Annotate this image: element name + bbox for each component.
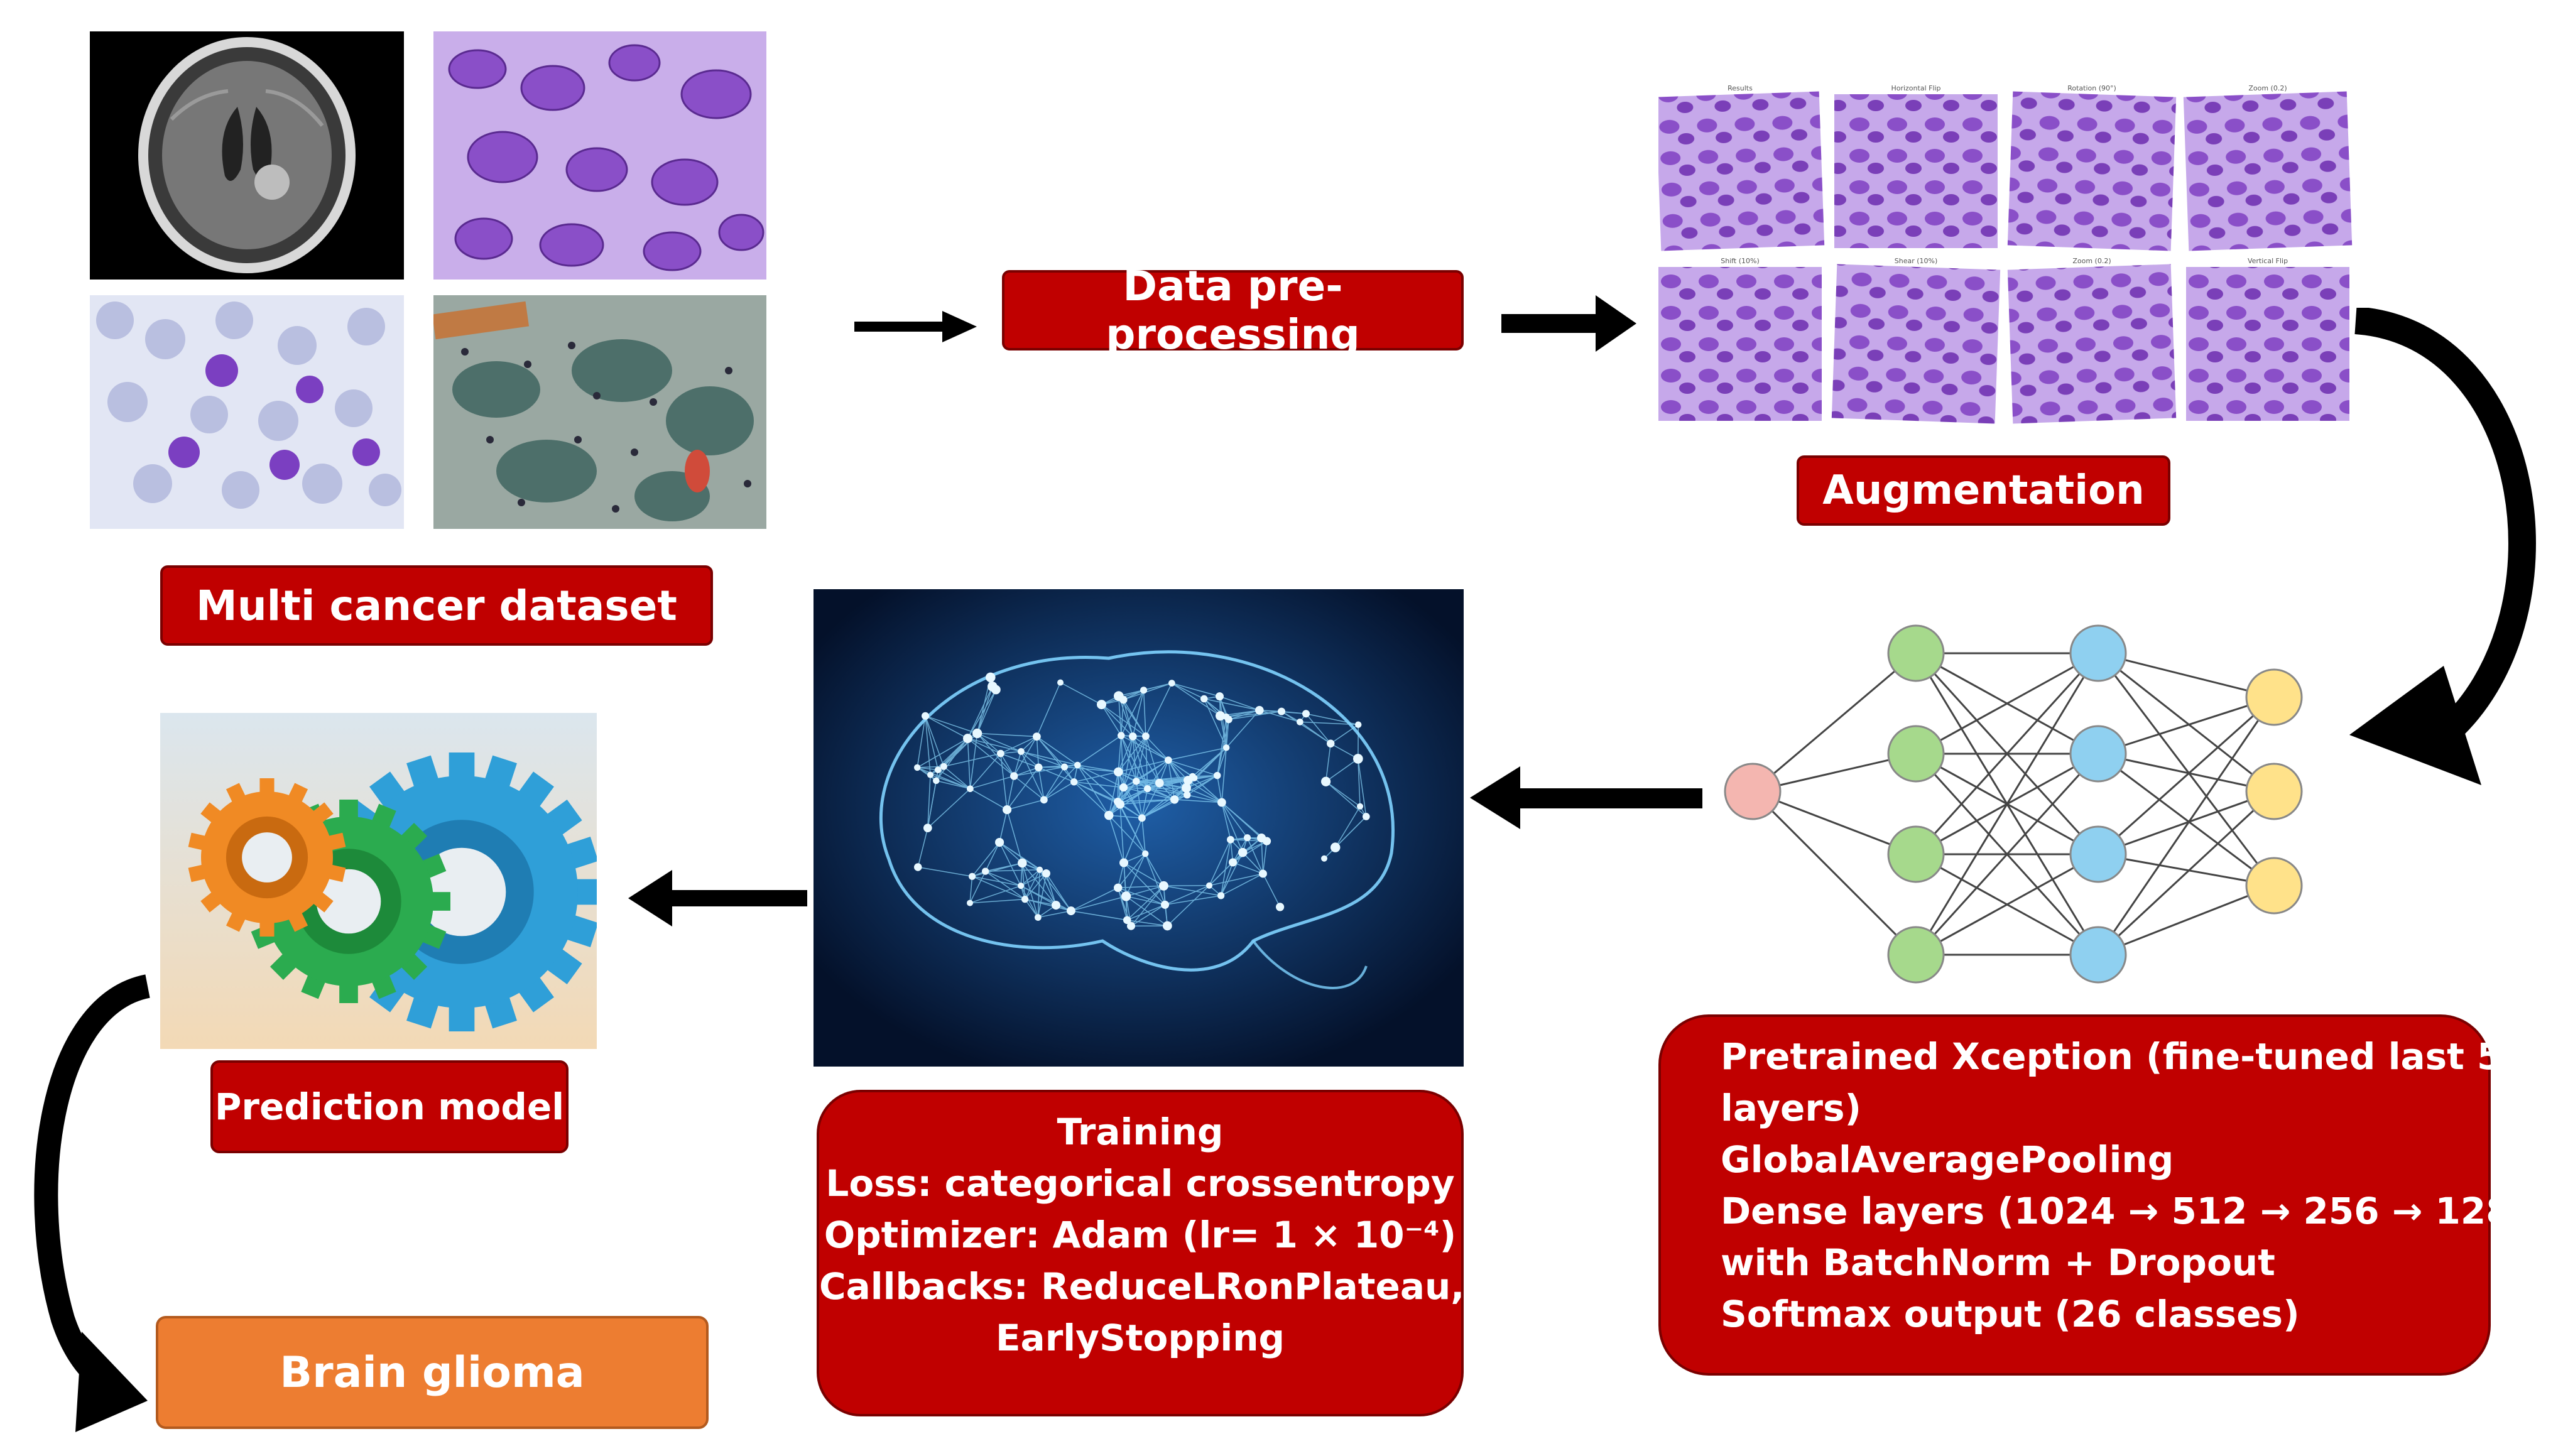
brain-glioma-label: Brain glioma bbox=[156, 1316, 709, 1429]
augmentation-panel: Zoom (0.2) bbox=[2183, 84, 2353, 251]
blood-smear-image bbox=[90, 295, 404, 529]
augmentation-panel-title: Horizontal Flip bbox=[1891, 84, 1940, 92]
arrow-network-to-training bbox=[1470, 766, 1702, 829]
arrow-dataset-to-preprocessing bbox=[854, 311, 977, 342]
curved-arrow-augmentation-to-network bbox=[2349, 308, 2536, 785]
augmentation-panel: Horizontal Flip bbox=[1834, 84, 1998, 248]
training-title: Training bbox=[1057, 1111, 1224, 1153]
network-node bbox=[2069, 624, 2127, 682]
augmentation-panel: Zoom (0.2) bbox=[2007, 257, 2177, 424]
network-node bbox=[2069, 825, 2127, 883]
augmentation-label: Augmentation bbox=[1797, 455, 2170, 526]
training-callbacks-line1: Callbacks: ReduceLRonPlateau, bbox=[819, 1265, 1465, 1308]
cytology-image bbox=[433, 295, 766, 529]
orange-gear-icon bbox=[188, 778, 346, 937]
mri-brain-image bbox=[90, 31, 404, 280]
augmentation-grid: Results Horizontal Flip Rotation (90°) Zoom… bbox=[1658, 82, 2359, 424]
histology-image-purple bbox=[433, 31, 766, 280]
network-node bbox=[1887, 624, 1945, 682]
augmentation-panel-title: Shear (10%) bbox=[1895, 257, 1938, 265]
model-line-batchnorm: with BatchNorm + Dropout bbox=[1721, 1241, 2275, 1284]
augmentation-panel: Rotation (90°) bbox=[2007, 84, 2177, 251]
network-node bbox=[2245, 668, 2303, 726]
network-node bbox=[2069, 725, 2127, 783]
network-node bbox=[2069, 926, 2127, 984]
curved-arrow-prediction-to-glioma bbox=[34, 974, 151, 1432]
augmentation-panel-title: Zoom (0.2) bbox=[2072, 257, 2111, 265]
augmentation-panel-title: Rotation (90°) bbox=[2067, 84, 2116, 92]
prediction-model-label: Prediction model bbox=[210, 1060, 569, 1153]
network-node bbox=[2245, 857, 2303, 915]
model-architecture-box: Pretrained Xception (fine-tuned last 50 … bbox=[1658, 1014, 2528, 1376]
model-line-pooling: GlobalAveragePooling bbox=[1721, 1138, 2174, 1181]
data-preprocessing-label: Data pre-processing bbox=[1002, 262, 1464, 359]
training-box: Training Loss: categorical crossentropy … bbox=[817, 1090, 1464, 1416]
augmentation-panel-title: Zoom (0.2) bbox=[2248, 84, 2287, 92]
augmentation-panel-title: Results bbox=[1728, 84, 1753, 92]
network-node bbox=[1887, 926, 1945, 984]
training-callbacks-line2: EarlyStopping bbox=[995, 1317, 1285, 1359]
gears-image bbox=[160, 713, 597, 1049]
neural-network-diagram bbox=[1724, 624, 2303, 984]
neural-brain-image bbox=[814, 589, 1464, 1067]
arrow-preprocessing-to-augmentation bbox=[1501, 295, 1636, 352]
multi-cancer-dataset-label: Multi cancer dataset bbox=[160, 565, 713, 646]
network-node bbox=[1887, 725, 1945, 783]
arrow-training-to-prediction bbox=[628, 870, 807, 926]
model-line-layers: layers) bbox=[1721, 1087, 1862, 1129]
model-line-dense: Dense layers (1024 → 512 → 256 → 128) bbox=[1721, 1190, 2528, 1232]
augmentation-panel: Shift (10%) bbox=[1658, 257, 1822, 421]
network-node bbox=[1887, 825, 1945, 883]
augmentation-panel: Vertical Flip bbox=[2186, 257, 2349, 421]
network-node bbox=[2245, 763, 2303, 820]
model-line-xception: Pretrained Xception (fine-tuned last 50 bbox=[1721, 1035, 2528, 1078]
model-line-softmax: Softmax output (26 classes) bbox=[1721, 1293, 2300, 1335]
augmentation-panel-title: Shift (10%) bbox=[1721, 257, 1760, 265]
network-node bbox=[1724, 763, 1782, 820]
augmentation-panel: Shear (10%) bbox=[1831, 257, 2001, 424]
training-loss: Loss: categorical crossentropy bbox=[825, 1162, 1455, 1205]
training-optimizer: Optimizer: Adam (lr= 1 × 10⁻⁴) bbox=[824, 1214, 1457, 1256]
augmentation-panel: Results bbox=[1658, 84, 1825, 251]
augmentation-panel-title: Vertical Flip bbox=[2248, 257, 2288, 265]
